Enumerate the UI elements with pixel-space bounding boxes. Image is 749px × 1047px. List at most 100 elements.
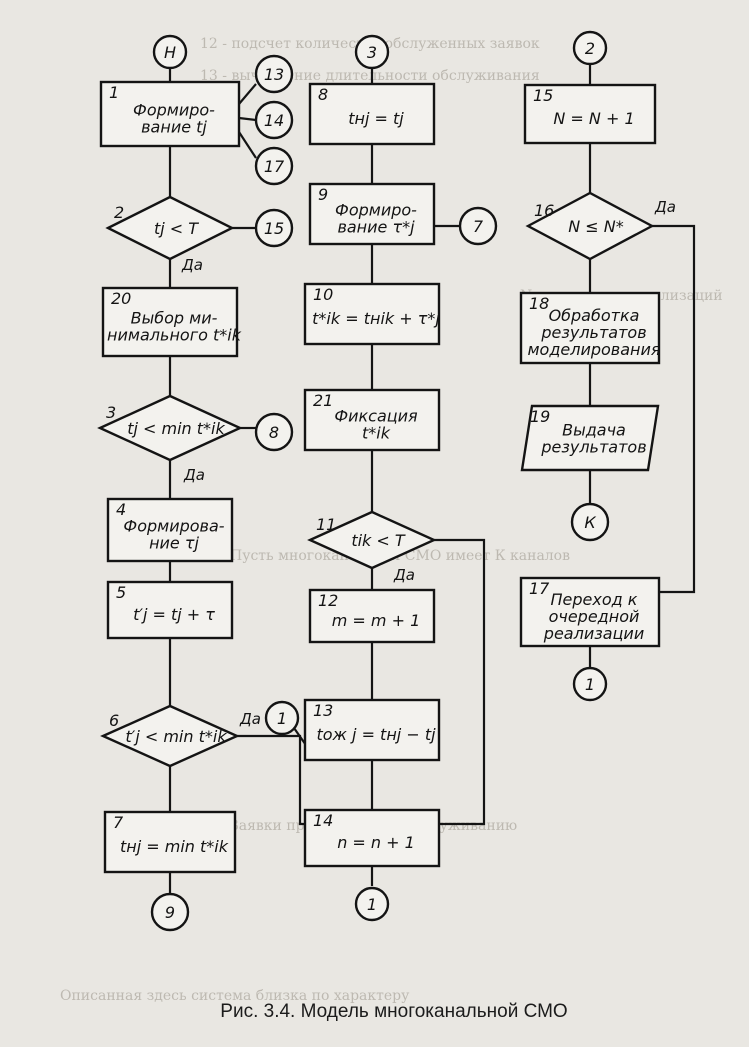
bg-text-6: Описанная здесь система близка по характ… xyxy=(60,988,410,1004)
node-shape-b5 xyxy=(106,580,234,640)
block-text-b17-0: Переход к xyxy=(551,590,638,609)
block-text-b19-1: результатов xyxy=(540,438,646,457)
block-text-b18-1: результатов xyxy=(540,323,646,342)
node-shape-c9 xyxy=(150,892,190,932)
block-number-b21: 21 xyxy=(313,391,333,410)
block-text-b18-0: Обработка xyxy=(549,306,640,325)
node-b2: 2tj < T xyxy=(105,195,235,261)
connector-label-c1a: 1 xyxy=(277,709,287,728)
node-shape-b2 xyxy=(105,195,235,261)
block-number-b7: 7 xyxy=(113,813,124,832)
node-shape-c1a xyxy=(264,700,300,736)
yes-label-4: Да xyxy=(654,198,676,216)
node-shape-b4 xyxy=(106,497,234,563)
node-shape-b15 xyxy=(523,83,657,145)
block-text-b3-0: tj < min t*ik xyxy=(127,419,225,438)
connector-label-K: К xyxy=(584,513,596,532)
connector-label-c1c: 1 xyxy=(585,675,595,694)
node-c1c: 1 xyxy=(572,666,608,702)
block-number-b16: 16 xyxy=(534,201,554,220)
connector-label-c1b: 1 xyxy=(367,895,377,914)
node-b10: 10 t*ik = tнik + τ*j xyxy=(303,282,441,346)
connector-label-c15a: 15 xyxy=(264,219,284,238)
node-c1b: 1 xyxy=(354,886,390,922)
node-shape-b8 xyxy=(308,82,436,146)
connector-label-c13: 13 xyxy=(264,65,284,84)
block-text-b5-0: t′j = tj + τ xyxy=(133,605,215,624)
node-c15a: 15 xyxy=(254,208,294,248)
node-shape-c2 xyxy=(572,30,608,66)
block-text-b21-0: Фиксация xyxy=(334,407,418,426)
block-text-b15-0: N = N + 1 xyxy=(553,109,634,128)
node-shape-c1c xyxy=(572,666,608,702)
block-text-b4-0: Формирова- xyxy=(123,517,224,536)
node-b5: 5 t′j = tj + τ xyxy=(106,580,234,640)
connector-label-c14: 14 xyxy=(264,111,284,130)
node-c9: 9 xyxy=(150,892,190,932)
node-b16: 16 N ≤ N* xyxy=(525,191,655,261)
figure-caption: Рис. 3.4. Модель многоканальной СМО xyxy=(220,1001,567,1022)
block-number-b6: 6 xyxy=(109,711,119,730)
block-number-b4: 4 xyxy=(116,500,126,519)
node-c3: 3 xyxy=(354,34,390,70)
connector-label-c7: 7 xyxy=(473,217,484,236)
node-b15: 15N = N + 1 xyxy=(523,83,657,145)
node-c1a: 1 xyxy=(264,700,300,736)
block-text-b9-0: Формиро- xyxy=(335,201,417,220)
connector-label-c9: 9 xyxy=(165,903,175,922)
node-shape-K xyxy=(570,502,610,542)
bg-text-2: 13 - вычисление длительности обслуживани… xyxy=(200,68,540,84)
node-shape-c8a xyxy=(254,412,294,452)
node-shape-b20 xyxy=(101,286,239,358)
node-b11: 11 tik < T xyxy=(307,510,437,570)
block-number-b2: 2 xyxy=(114,203,124,222)
block-text-b12-0: m = m + 1 xyxy=(332,611,421,630)
node-shape-c17 xyxy=(254,146,294,186)
block-text-b13-0: tож j = tнj − tj xyxy=(316,725,436,744)
block-text-b1-1: вание tj xyxy=(141,118,207,137)
node-shape-c13 xyxy=(254,54,294,94)
node-b3: 3tj < min t*ik xyxy=(97,394,243,462)
block-text-b10-0: t*ik = tнik + τ*j xyxy=(312,309,440,328)
block-number-b11: 11 xyxy=(316,515,336,534)
node-c7: 7 xyxy=(458,206,498,246)
block-text-b20-0: Выбор ми- xyxy=(131,309,218,328)
block-number-b5: 5 xyxy=(116,583,126,602)
node-c2: 2 xyxy=(572,30,608,66)
block-text-b16-0: N ≤ N* xyxy=(568,217,624,236)
block-number-b8: 8 xyxy=(318,85,328,104)
connector-label-c8a: 8 xyxy=(269,423,279,442)
block-text-b4-1: ние τj xyxy=(149,534,199,553)
block-number-b10: 10 xyxy=(313,285,333,304)
node-shape-b21 xyxy=(303,388,441,452)
block-number-b18: 18 xyxy=(529,294,549,313)
node-b8: 8 tнj = tj xyxy=(308,82,436,146)
block-text-b11-0: tik < T xyxy=(351,531,406,550)
node-shape-c1b xyxy=(354,886,390,922)
connector-label-c17: 17 xyxy=(264,157,285,176)
flow-edge-25 xyxy=(235,734,305,826)
block-text-b8-0: tнj = tj xyxy=(348,109,404,128)
node-b12: 12m = m + 1 xyxy=(308,588,436,644)
connector-label-c3: 3 xyxy=(367,43,377,62)
node-shape-b17 xyxy=(519,576,661,648)
node-b6: 6t′j < min t*ik xyxy=(100,704,240,768)
block-text-b21-1: t*ik xyxy=(362,424,391,443)
flow-edge-9 xyxy=(238,83,257,105)
node-shape-b9 xyxy=(308,182,436,246)
block-number-b9: 9 xyxy=(318,185,328,204)
node-c14: 14 xyxy=(254,100,294,140)
node-shape-b10 xyxy=(303,282,441,346)
block-number-b20: 20 xyxy=(111,289,131,308)
node-shape-b3 xyxy=(97,394,243,462)
node-shape-c14 xyxy=(254,100,294,140)
